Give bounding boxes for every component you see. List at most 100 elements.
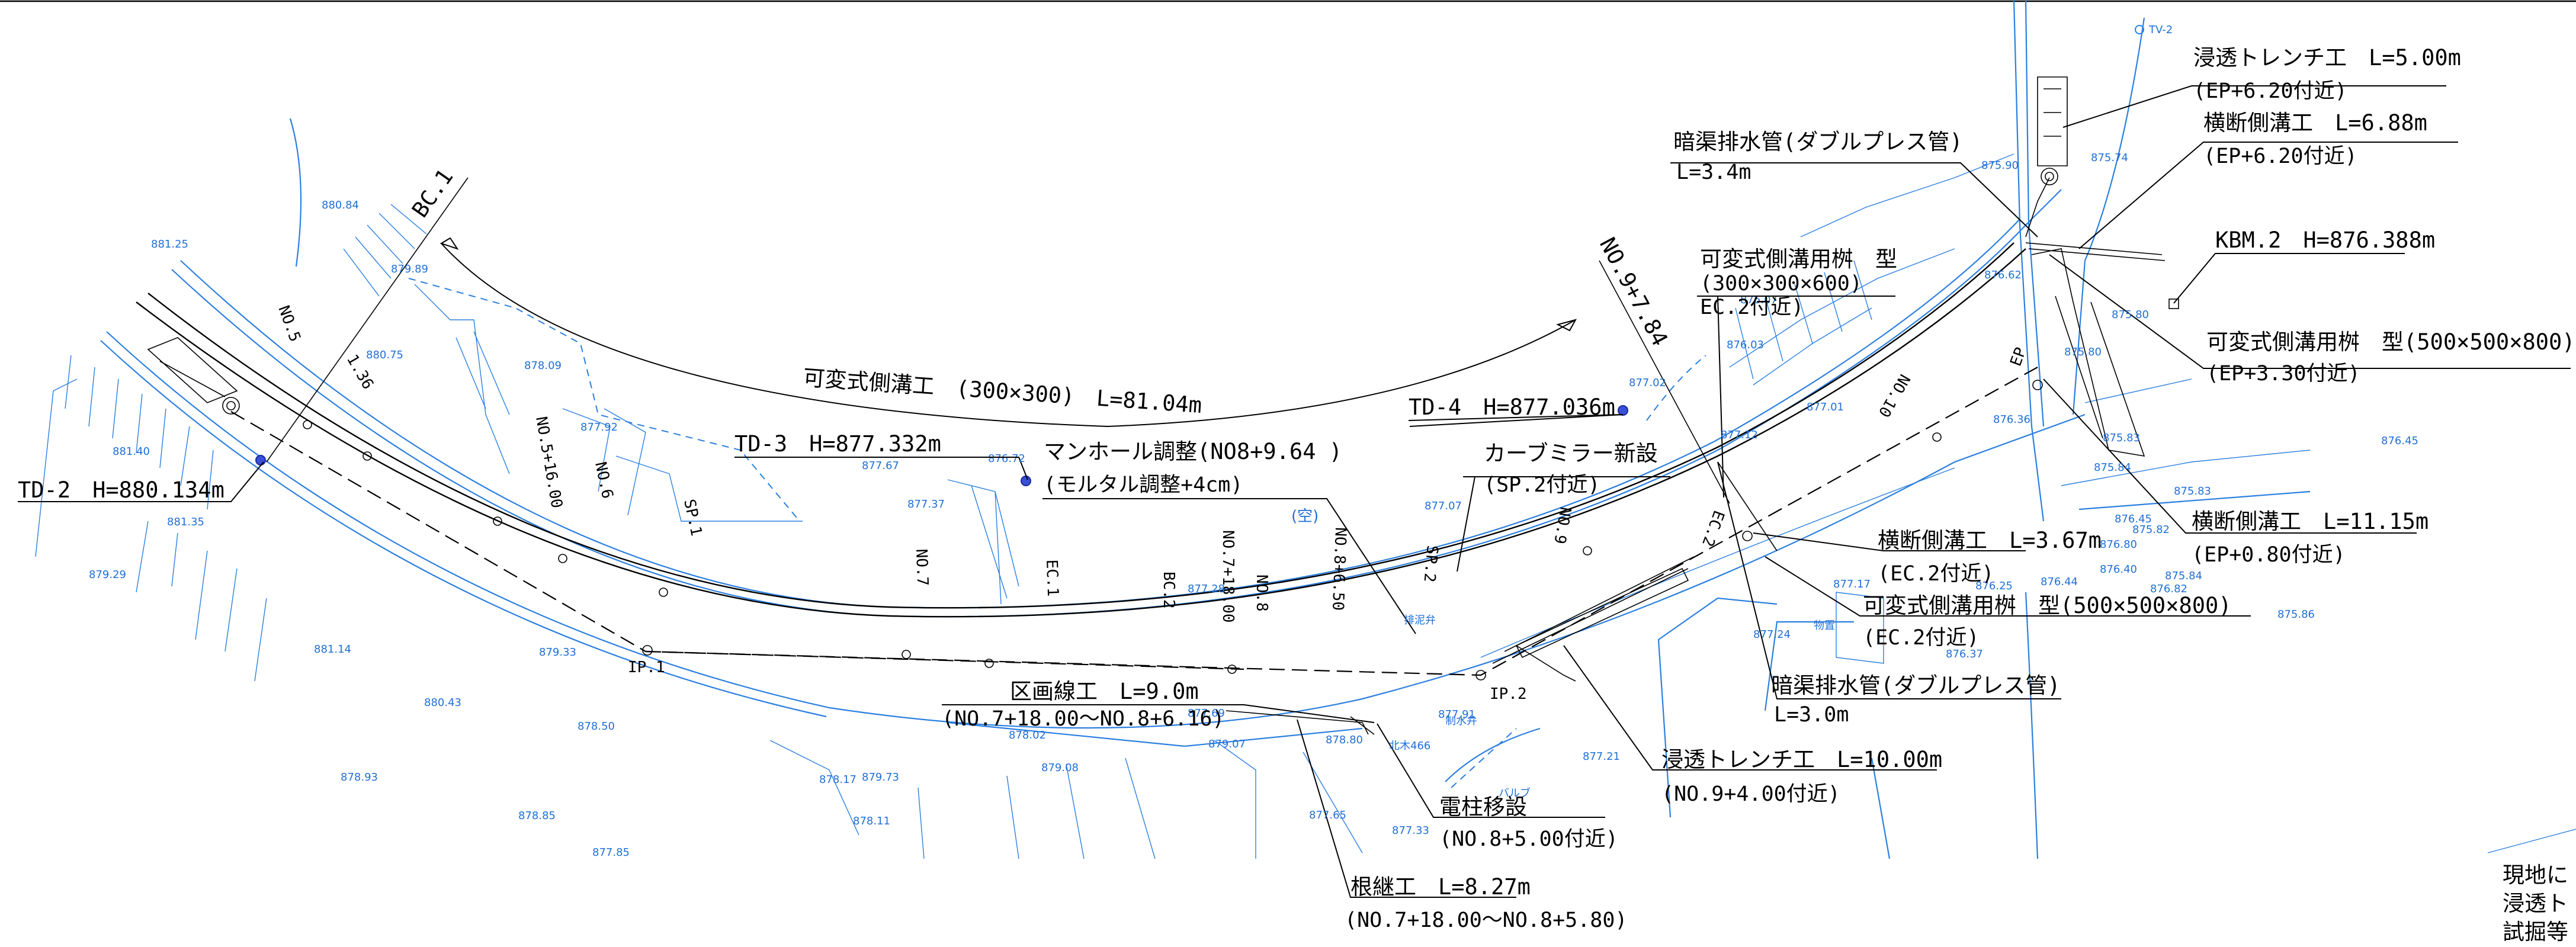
svg-text:881.35: 881.35 bbox=[167, 516, 204, 528]
leader-lines bbox=[18, 85, 2571, 898]
svg-text:880.75: 880.75 bbox=[366, 349, 403, 361]
callout-pole-relocation-sub: (NO.8+5.00付近) bbox=[1439, 827, 1618, 851]
callout-culvert-367-sub: (EC.2付近) bbox=[1878, 562, 1994, 586]
callout-td2: TD-2 H=880.134m bbox=[18, 477, 224, 503]
svg-text:879.33: 879.33 bbox=[539, 646, 576, 659]
svg-text:876.40: 876.40 bbox=[2100, 563, 2137, 576]
svg-text:878.11: 878.11 bbox=[853, 815, 890, 827]
svg-text:878.93: 878.93 bbox=[341, 771, 378, 784]
svg-text:877.02: 877.02 bbox=[1629, 377, 1666, 389]
callout-catch-basin-500-ep-title: 可変式側溝用桝 型(500×500×800) bbox=[2206, 329, 2575, 355]
svg-text:877.37: 877.37 bbox=[907, 498, 945, 511]
callout-catch-basin-500-ep-sub: (EP+3.30付近) bbox=[2206, 362, 2360, 386]
station-bc1: BC.1 bbox=[407, 165, 458, 223]
station-no9: NO.9 bbox=[1550, 506, 1574, 545]
callout-culvert-1115-sub: (EP+0.80付近) bbox=[2192, 543, 2346, 567]
callout-underlines bbox=[734, 253, 2405, 458]
svg-text:879.73: 879.73 bbox=[862, 771, 899, 784]
svg-text:878.17: 878.17 bbox=[819, 773, 856, 786]
sheet-note-3: 試掘等 bbox=[2503, 919, 2568, 945]
station-bc2: BC.2 bbox=[1160, 572, 1178, 609]
svg-text:880.43: 880.43 bbox=[424, 696, 461, 709]
svg-text:875.83: 875.83 bbox=[2103, 432, 2140, 444]
svg-text:877.69: 877.69 bbox=[1188, 707, 1225, 720]
station-ip2: IP.2 bbox=[1490, 685, 1527, 703]
callout-drain-34-sub: L=3.4m bbox=[1676, 160, 1751, 184]
note-haisuimasu: 排泥弁 bbox=[1404, 614, 1436, 627]
station-tv2: TV-2 bbox=[2148, 24, 2173, 36]
callout-curve-mirror-title: カーブミラー新設 bbox=[1484, 441, 1658, 466]
station-no7-18: NO.7+18.00 bbox=[1219, 530, 1237, 623]
callout-culvert-367-title: 横断側溝工 L=3.67m bbox=[1878, 528, 2102, 553]
svg-text:881.25: 881.25 bbox=[151, 238, 188, 251]
station-no5: NO.5 bbox=[274, 303, 304, 344]
note-denchu: 北木466 bbox=[1389, 740, 1430, 752]
callout-trench-10-title: 浸透トレンチ工 L=10.00m bbox=[1661, 747, 1942, 772]
svg-text:876.07: 876.07 bbox=[1740, 294, 1778, 306]
note-bukken: 物置 bbox=[1814, 619, 1835, 632]
callout-trench-5-sub: (EP+6.20付近) bbox=[2193, 79, 2347, 103]
station-no5-16: NO.5+16.00 bbox=[532, 415, 566, 509]
svg-text:876.62: 876.62 bbox=[1984, 269, 2022, 281]
svg-text:877.12: 877.12 bbox=[1721, 429, 1758, 441]
svg-text:875.84: 875.84 bbox=[2165, 570, 2202, 582]
svg-text:878.85: 878.85 bbox=[518, 810, 556, 822]
sheet-notes: 現地に 浸透ト 試掘等 bbox=[2503, 862, 2568, 945]
station-ec2: EC.2 bbox=[1698, 508, 1728, 549]
svg-text:876.80: 876.80 bbox=[2100, 538, 2137, 551]
callout-catch-basin-500-ec-title: 可変式側溝用桝 型(500×500×800) bbox=[1863, 593, 2232, 618]
svg-text:877.67: 877.67 bbox=[862, 460, 899, 472]
station-no6: NO.6 bbox=[591, 460, 616, 500]
svg-text:881.14: 881.14 bbox=[314, 643, 351, 656]
callout-lane-marking-sub: (NO.7+18.00～NO.8+6.16) bbox=[942, 707, 1225, 731]
svg-text:876.72: 876.72 bbox=[988, 452, 1025, 465]
svg-text:879.08: 879.08 bbox=[1041, 762, 1079, 774]
station-bc1-line bbox=[266, 177, 469, 463]
callout-root-joint-title: 根継工 L=8.27m bbox=[1350, 874, 1531, 900]
station-no9-784: NO.9+7.84 bbox=[1595, 233, 1673, 350]
callout-drain-30-sub: L=3.0m bbox=[1774, 703, 1849, 727]
svg-text:877.85: 877.85 bbox=[592, 846, 630, 859]
callout-culvert-1115-title: 横断側溝工 L=11.15m bbox=[2192, 509, 2429, 534]
svg-text:876.37: 876.37 bbox=[1946, 648, 1983, 660]
callout-kbm2: KBM.2 H=876.388m bbox=[2215, 227, 2435, 253]
callout-lane-marking-title: 区画線工 L=9.0m bbox=[1010, 679, 1199, 704]
svg-text:877.91: 877.91 bbox=[1438, 708, 1475, 721]
callout-drain-30-title: 暗渠排水管(ダブルプレス管) bbox=[1771, 673, 2061, 698]
callout-pole-relocation-title: 電柱移設 bbox=[1439, 794, 1527, 820]
callout-catch-basin-500-ec-sub: (EC.2付近) bbox=[1863, 626, 1979, 650]
svg-text:881.40: 881.40 bbox=[113, 445, 150, 458]
callout-catch-basin-300-sub: (300×300×600) bbox=[1700, 272, 1862, 296]
svg-text:875.82: 875.82 bbox=[2132, 524, 2170, 536]
svg-text:875.90: 875.90 bbox=[1981, 159, 2019, 172]
svg-text:876.03: 876.03 bbox=[1727, 339, 1764, 351]
map-notes: (空) 排泥弁 制水弁 バルブ 物置 北木466 bbox=[1291, 508, 1835, 800]
svg-text:875.80: 875.80 bbox=[2112, 309, 2149, 321]
svg-text:877.21: 877.21 bbox=[1583, 750, 1620, 763]
station-no8-650: NO.8+6.50 bbox=[1329, 527, 1349, 611]
callout-manhole-sub: (モルタル調整+4cm) bbox=[1044, 473, 1243, 497]
note-barubu: バルブ bbox=[1499, 787, 1531, 800]
sheet-note-2: 浸透ト bbox=[2503, 891, 2568, 916]
svg-text:880.84: 880.84 bbox=[322, 199, 359, 211]
svg-text:877.17: 877.17 bbox=[1833, 578, 1871, 590]
station-no7: NO.7 bbox=[912, 548, 931, 586]
svg-text:875.84: 875.84 bbox=[2094, 461, 2131, 474]
callout-trench-5-title: 浸透トレンチ工 L=5.00m bbox=[2193, 45, 2461, 70]
svg-text:875.86: 875.86 bbox=[2277, 608, 2315, 621]
callouts: 浸透トレンチ工 L=5.00m (EP+6.20付近) 横断側溝工 L=6.88… bbox=[18, 45, 2575, 932]
station-no8: NO.8 bbox=[1253, 574, 1271, 612]
svg-text:876.45: 876.45 bbox=[2381, 435, 2418, 447]
road-alignment bbox=[136, 76, 2179, 682]
svg-text:876.45: 876.45 bbox=[2115, 513, 2152, 525]
svg-text:875.83: 875.83 bbox=[2174, 485, 2211, 497]
svg-text:875.74: 875.74 bbox=[2091, 152, 2128, 164]
svg-text:877.65: 877.65 bbox=[1309, 809, 1346, 821]
callout-culvert-688-sub: (EP+6.20付近) bbox=[2203, 145, 2357, 168]
svg-text:877.92: 877.92 bbox=[580, 421, 618, 434]
callout-catch-basin-300-title: 可変式側溝用桝 型 bbox=[1700, 246, 1897, 272]
callout-root-joint-sub: (NO.7+18.00～NO.8+5.80) bbox=[1345, 909, 1628, 932]
svg-text:876.25: 876.25 bbox=[1975, 580, 2013, 592]
callout-culvert-688-title: 横断側溝工 L=6.88m bbox=[2203, 110, 2427, 136]
